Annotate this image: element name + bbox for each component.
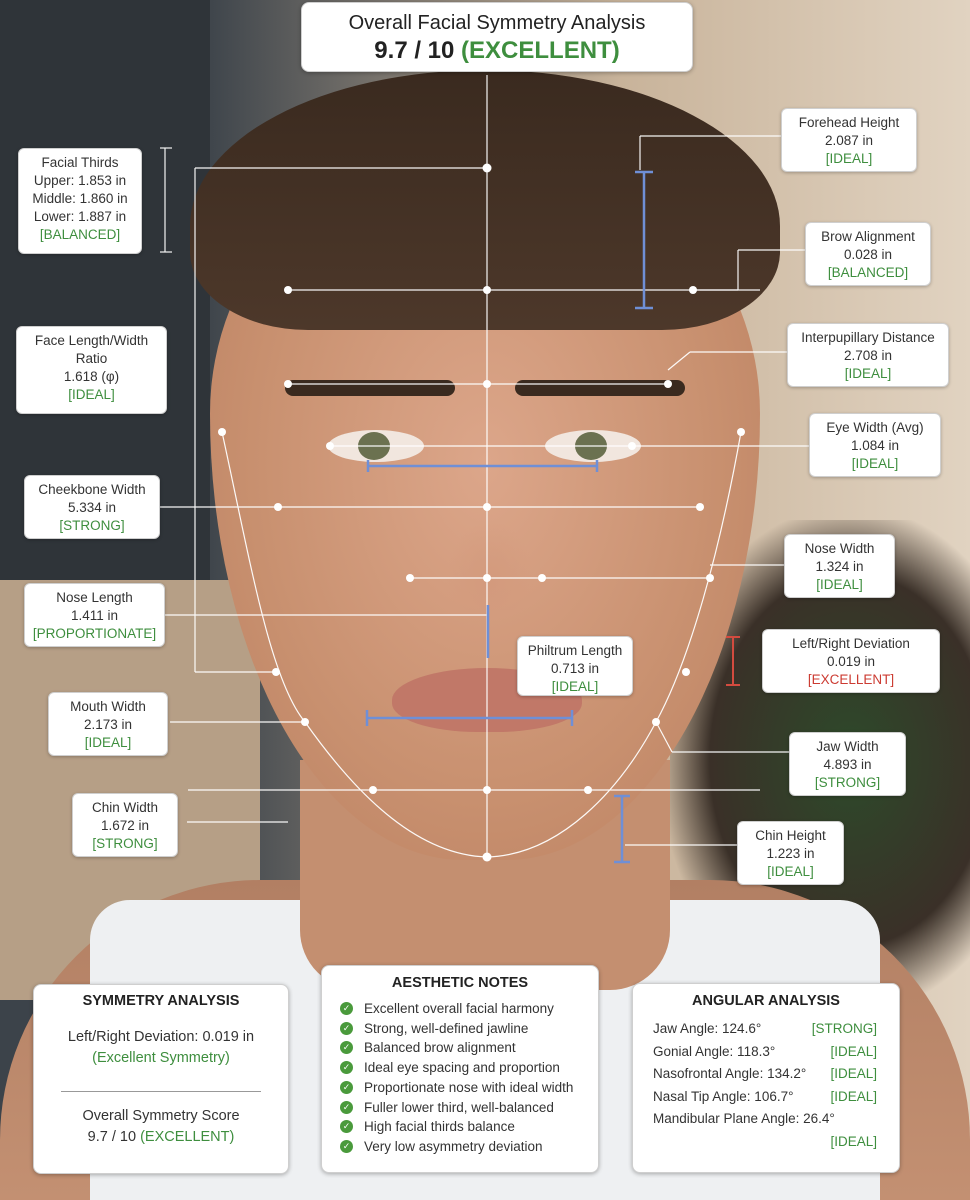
jaw-width-connector xyxy=(655,721,673,753)
landmark-point xyxy=(483,503,491,511)
note-item: ✓High facial thirds balance xyxy=(340,1117,598,1137)
check-icon: ✓ xyxy=(340,1021,353,1035)
note-item: ✓Very low asymmetry deviation xyxy=(340,1137,598,1157)
symmetry-divider xyxy=(61,1091,261,1092)
landmark-point xyxy=(369,786,377,794)
landmark-point xyxy=(272,668,280,676)
nose xyxy=(445,520,535,610)
label-philtrum-length: Philtrum Length 0.713 in [IDEAL] xyxy=(517,636,633,696)
angular-row: Nasofrontal Angle: 134.2°[IDEAL] xyxy=(653,1066,877,1081)
landmark-point xyxy=(406,574,414,582)
landmark-point xyxy=(274,503,282,511)
note-item: ✓Balanced brow alignment xyxy=(340,1038,598,1058)
label-chin-width: Chin Width 1.672 in [STRONG] xyxy=(72,793,178,857)
check-icon: ✓ xyxy=(340,1041,353,1055)
note-item: ✓Excellent overall facial harmony xyxy=(340,999,598,1019)
landmark-point xyxy=(689,286,697,294)
landmark-point xyxy=(737,428,745,436)
angular-heading: ANGULAR ANALYSIS xyxy=(692,993,840,1009)
angular-row: Gonial Angle: 118.3°[IDEAL] xyxy=(653,1043,877,1059)
label-nose-width: Nose Width 1.324 in [IDEAL] xyxy=(784,534,895,598)
label-eye-width: Eye Width (Avg) 1.084 in [IDEAL] xyxy=(809,413,941,477)
overall-score: 9.7 / 10 (EXCELLENT) xyxy=(374,37,620,64)
symmetry-deviation: Left/Right Deviation: 0.019 in xyxy=(67,1029,255,1045)
label-interpupillary-distance: Interpupillary Distance 2.708 in [IDEAL] xyxy=(787,323,949,387)
landmark-point xyxy=(706,574,714,582)
landmark-point xyxy=(284,380,292,388)
landmark-point xyxy=(652,718,660,726)
label-cheekbone-width: Cheekbone Width 5.334 in [STRONG] xyxy=(24,475,160,539)
symmetry-score: 9.7 / 10 (EXCELLENT) xyxy=(87,1129,235,1145)
angular-row: [IDEAL] xyxy=(830,1133,877,1149)
landmark-point xyxy=(301,718,309,726)
label-brow-alignment: Brow Alignment 0.028 in [BALANCED] xyxy=(805,222,931,286)
note-item: ✓Proportionate nose with ideal width xyxy=(340,1078,598,1098)
label-nose-length: Nose Length 1.411 in [PROPORTIONATE] xyxy=(24,583,165,647)
jaw-contour xyxy=(221,431,742,858)
label-face-ratio: Face Length/Width Ratio 1.618 (φ) [IDEAL… xyxy=(16,326,167,414)
symmetry-heading: SYMMETRY ANALYSIS xyxy=(82,993,240,1009)
overall-rating: (EXCELLENT) xyxy=(461,37,620,64)
landmark-point xyxy=(538,574,546,582)
notes-list: ✓Excellent overall facial harmony✓Strong… xyxy=(322,999,598,1157)
notes-heading: AESTHETIC NOTES xyxy=(391,975,529,991)
note-item: ✓Fuller lower third, well-balanced xyxy=(340,1098,598,1118)
label-forehead-height: Forehead Height 2.087 in [IDEAL] xyxy=(781,108,917,172)
title-banner: Overall Facial Symmetry Analysis 9.7 / 1… xyxy=(301,2,693,72)
check-icon: ✓ xyxy=(340,1120,353,1134)
angular-row: Nasal Tip Angle: 106.7°[IDEAL] xyxy=(653,1088,877,1104)
angular-row: Mandibular Plane Angle: 26.4° xyxy=(653,1111,835,1126)
symmetry-deviation-note: (Excellent Symmetry) xyxy=(92,1050,230,1066)
landmark-point xyxy=(682,668,690,676)
landmark-point xyxy=(664,380,672,388)
check-icon: ✓ xyxy=(340,1080,353,1094)
landmark-point xyxy=(483,286,491,294)
landmark-point xyxy=(284,286,292,294)
ipd-connector xyxy=(667,351,691,371)
landmark-point xyxy=(482,852,492,862)
note-item: ✓Strong, well-defined jawline xyxy=(340,1019,598,1039)
symmetry-analysis-panel: SYMMETRY ANALYSIS Left/Right Deviation: … xyxy=(33,984,289,1174)
label-chin-height: Chin Height 1.223 in [IDEAL] xyxy=(737,821,844,885)
label-jaw-width: Jaw Width 4.893 in [STRONG] xyxy=(789,732,906,796)
page-title: Overall Facial Symmetry Analysis xyxy=(348,12,646,34)
check-icon: ✓ xyxy=(340,1100,353,1114)
landmark-point xyxy=(482,163,492,173)
landmark-point xyxy=(483,574,491,582)
symmetry-score-label: Overall Symmetry Score xyxy=(82,1108,240,1124)
check-icon: ✓ xyxy=(340,1002,353,1015)
label-mouth-width: Mouth Width 2.173 in [IDEAL] xyxy=(48,692,168,756)
check-icon: ✓ xyxy=(340,1139,353,1153)
note-item: ✓Ideal eye spacing and proportion xyxy=(340,1058,598,1078)
label-facial-thirds: Facial Thirds Upper: 1.853 in Middle: 1.… xyxy=(18,148,142,254)
angular-analysis-panel: ANGULAR ANALYSIS Jaw Angle: 124.6°[STRON… xyxy=(632,983,900,1173)
landmark-point xyxy=(326,442,334,450)
landmark-point xyxy=(628,442,636,450)
angular-rows: Jaw Angle: 124.6°[STRONG] Gonial Angle: 1… xyxy=(633,1019,899,1154)
landmark-point xyxy=(218,428,226,436)
label-left-right-deviation: Left/Right Deviation 0.019 in [EXCELLENT… xyxy=(762,629,940,693)
check-icon: ✓ xyxy=(340,1061,353,1075)
landmark-point xyxy=(584,786,592,794)
angular-row: Jaw Angle: 124.6°[STRONG] xyxy=(653,1021,877,1036)
aesthetic-notes-panel: AESTHETIC NOTES ✓Excellent overall facia… xyxy=(321,965,599,1173)
landmark-point xyxy=(483,380,491,388)
landmark-point xyxy=(483,786,491,794)
landmark-point xyxy=(696,503,704,511)
